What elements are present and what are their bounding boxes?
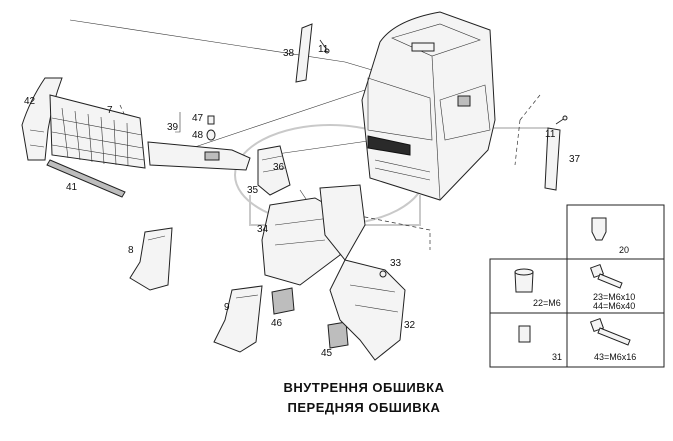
callout-42: 42 bbox=[24, 96, 36, 107]
callout-37: 37 bbox=[569, 154, 581, 165]
part-7-grille bbox=[49, 94, 146, 169]
callout-9: 9 bbox=[224, 302, 230, 313]
part-11-screw-right bbox=[555, 115, 568, 125]
title-line-2: ПЕРЕДНЯЯ ОБШИВКА bbox=[288, 400, 441, 415]
callout-41: 41 bbox=[66, 182, 78, 193]
part-38-pillar-trim bbox=[295, 23, 313, 83]
inset-cell-20 bbox=[566, 204, 665, 260]
callout-7: 7 bbox=[107, 105, 113, 116]
screw-43-icon bbox=[589, 317, 631, 346]
screw-23-44-icon bbox=[589, 263, 623, 289]
title-line-1: ВНУТРЕННЯ ОБШИВКА bbox=[284, 380, 445, 395]
callout-11-right: 11 bbox=[545, 129, 556, 140]
callout-38: 38 bbox=[283, 48, 295, 59]
clip-31-icon bbox=[518, 325, 531, 343]
callout-32: 32 bbox=[404, 320, 416, 331]
part-46-block bbox=[271, 287, 295, 315]
part-8-duct bbox=[129, 227, 173, 291]
part-11-screw-top bbox=[319, 39, 330, 54]
inset-label-20: 20 bbox=[619, 245, 629, 255]
callout-46: 46 bbox=[271, 318, 283, 329]
callout-36: 36 bbox=[273, 162, 285, 173]
callout-labels: 42 7 41 39 47 48 38 11 11 37 36 35 34 8 … bbox=[24, 44, 581, 359]
inset-cell-43 bbox=[566, 312, 665, 368]
callout-34: 34 bbox=[257, 224, 269, 235]
part-47-clip bbox=[207, 115, 215, 125]
inset-label-22: 22=M6 bbox=[533, 298, 561, 308]
part-32-side-panel bbox=[329, 259, 406, 361]
callout-47: 47 bbox=[192, 113, 204, 124]
part-37-pillar-trim bbox=[544, 127, 561, 191]
callout-8: 8 bbox=[128, 245, 134, 256]
clip-20-icon bbox=[591, 217, 607, 241]
callout-11-top: 11 bbox=[318, 44, 329, 55]
part-34-lower-panel bbox=[261, 184, 366, 286]
part-35-panel bbox=[257, 145, 291, 196]
part-48-clip bbox=[206, 129, 216, 141]
callout-35: 35 bbox=[247, 185, 259, 196]
callout-48: 48 bbox=[192, 130, 204, 141]
inset-label-23: 23=M6x10 bbox=[593, 292, 635, 302]
truck-cab bbox=[361, 11, 496, 201]
inset-label-44: 44=M6x40 bbox=[593, 301, 635, 311]
inset-label-43: 43=M6x16 bbox=[594, 352, 636, 362]
callout-33: 33 bbox=[390, 258, 402, 269]
diagram-title: ВНУТРЕННЯ ОБШИВКА ПЕРЕДНЯЯ ОБШИВКА bbox=[284, 380, 445, 415]
callout-39: 39 bbox=[167, 122, 179, 133]
part-9-duct bbox=[213, 285, 263, 353]
fasteners-inset-table: 20 22=M6 23=M6x10 44=M6x40 31 43=M6x16 bbox=[489, 204, 665, 368]
inset-label-31: 31 bbox=[552, 352, 562, 362]
part-39-air-duct bbox=[147, 112, 251, 171]
part-41-strip bbox=[46, 159, 126, 198]
callout-45: 45 bbox=[321, 348, 333, 359]
part-45-block bbox=[327, 321, 349, 349]
